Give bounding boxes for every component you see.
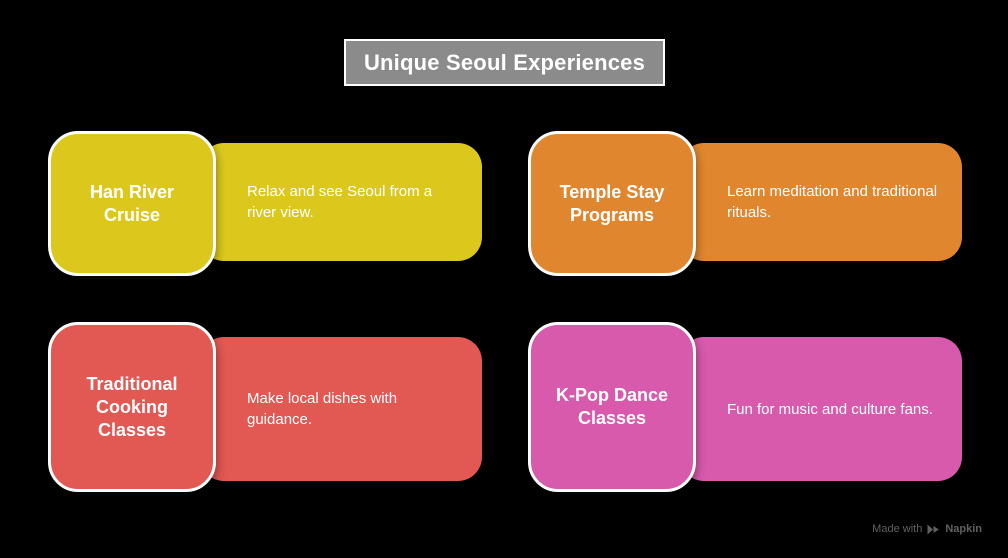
card-title-badge-temple-stay: Temple Stay Programs: [528, 131, 696, 276]
card-title-text-temple-stay: Temple Stay Programs: [559, 181, 665, 225]
watermark-prefix-text: Made with: [872, 523, 923, 535]
card-description-panel-cooking-classes: Make local dishes with guidance.: [200, 337, 482, 481]
card-description-panel-temple-stay: Learn meditation and traditional rituals…: [680, 143, 962, 261]
card-description-text-han-river-cruise: Relax and see Seoul from a river view.: [247, 183, 433, 221]
watermark: Made with Napkin: [872, 523, 982, 535]
card-title-text-kpop-dance: K-Pop Dance Classes: [555, 385, 669, 428]
card-title-text-han-river-cruise: Han River Cruise: [89, 181, 175, 225]
card-title-badge-han-river-cruise: Han River Cruise: [48, 131, 216, 276]
card-title-text-cooking-classes: Traditional Cooking Classes: [86, 373, 178, 440]
card-title-badge-cooking-classes: Traditional Cooking Classes: [48, 322, 216, 492]
card-description-text-temple-stay: Learn meditation and traditional rituals…: [727, 183, 938, 221]
card-title-badge-kpop-dance: K-Pop Dance Classes: [528, 322, 696, 492]
card-description-text-kpop-dance: Fun for music and culture fans.: [727, 400, 933, 418]
watermark-brand-text: Napkin: [945, 523, 982, 535]
card-description-panel-kpop-dance: Fun for music and culture fans.: [680, 337, 962, 481]
diagram-title-text: Unique Seoul Experiences: [363, 49, 646, 75]
diagram-title: Unique Seoul Experiences: [344, 39, 665, 86]
card-description-text-cooking-classes: Make local dishes with guidance.: [247, 390, 398, 428]
card-description-panel-han-river-cruise: Relax and see Seoul from a river view.: [200, 143, 482, 261]
napkin-logo-icon: [927, 524, 940, 534]
